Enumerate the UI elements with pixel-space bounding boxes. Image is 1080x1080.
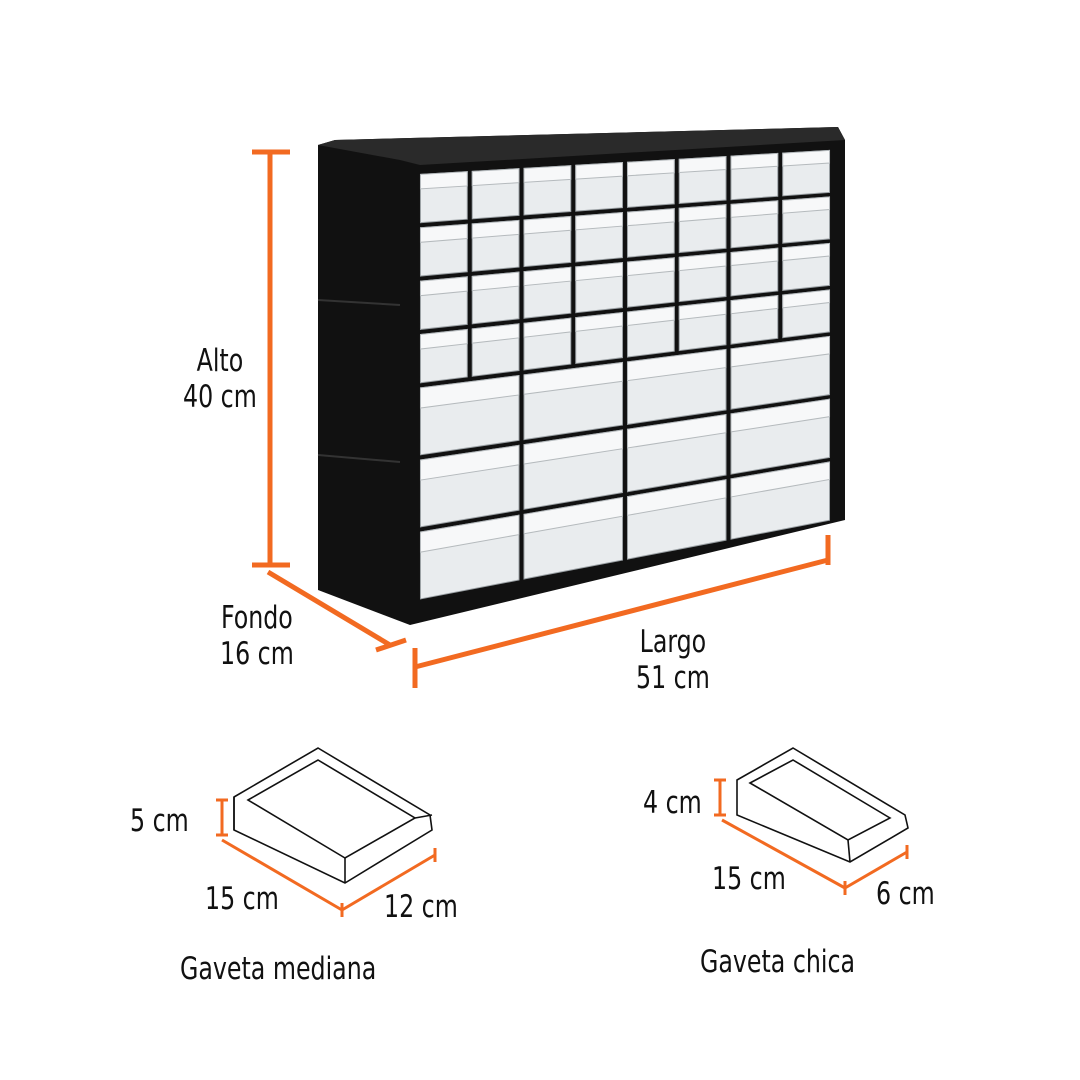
drawer-lip xyxy=(782,196,831,214)
depth-dimension-line xyxy=(266,569,407,653)
medium-drawer-height: 5 cm xyxy=(130,803,189,839)
drawer-lip xyxy=(678,204,727,223)
drawer-lip xyxy=(678,155,727,174)
drawer-lip xyxy=(471,323,520,344)
medium-drawer-title: Gaveta mediana xyxy=(180,951,377,987)
drawer-lip xyxy=(730,461,831,498)
small-drawer-sketch xyxy=(736,747,909,863)
drawer-lip xyxy=(782,242,831,262)
small-drawer-height: 4 cm xyxy=(643,785,702,821)
drawer-lip xyxy=(471,168,520,187)
drawer-lip xyxy=(419,171,468,190)
drawer-lip xyxy=(626,158,675,177)
drawer-lip xyxy=(523,361,624,395)
drawer-lip xyxy=(471,219,520,239)
drawer-lip xyxy=(419,223,468,243)
depth-label-text: Fondo xyxy=(221,600,293,636)
depth-value: 16 cm xyxy=(220,636,294,672)
drawer-lip xyxy=(575,211,624,231)
drawer-lip xyxy=(575,311,624,332)
length-dimension-line xyxy=(412,535,831,688)
drawer-lip xyxy=(626,413,727,449)
drawer-lip xyxy=(523,266,572,287)
drawer-lip xyxy=(730,152,779,170)
drawer-lip xyxy=(575,261,624,282)
depth-label: Fondo 16 cm xyxy=(220,600,294,672)
drawer-lip xyxy=(523,496,624,535)
drawer-lip xyxy=(730,247,779,267)
drawer-lip xyxy=(626,348,727,382)
drawer-lip xyxy=(419,276,468,297)
drawer-lip xyxy=(626,257,675,277)
cabinet-top xyxy=(318,127,845,165)
drawer-lip xyxy=(523,429,624,465)
length-label-text: Largo xyxy=(639,624,707,660)
drawer-lip xyxy=(626,479,727,516)
drawer-lip xyxy=(419,444,520,481)
drawer-lip xyxy=(730,335,831,368)
drawer-lip xyxy=(419,328,468,350)
small-drawer-length: 15 cm xyxy=(712,861,786,897)
height-dimension-line xyxy=(252,149,290,568)
length-label: Largo 51 cm xyxy=(636,624,710,696)
drawer-lip xyxy=(782,149,831,167)
drawer-lip xyxy=(730,294,779,315)
medium-drawer-sketch xyxy=(233,747,433,884)
height-value: 40 cm xyxy=(183,379,257,415)
height-label: Alto 40 cm xyxy=(183,343,257,415)
medium-drawer-length: 15 cm xyxy=(205,881,279,917)
drawer-lip xyxy=(471,271,520,292)
medium-drawer-dimensions xyxy=(216,798,437,917)
drawer-lip xyxy=(575,162,624,180)
drawer-lip xyxy=(678,300,727,321)
drawer-lip xyxy=(419,514,520,553)
height-label-text: Alto xyxy=(196,343,244,379)
small-drawer-title: Gaveta chica xyxy=(700,944,856,980)
drawer-lip xyxy=(782,289,831,309)
drawer-lip xyxy=(730,200,779,218)
drawer-lip xyxy=(626,306,675,327)
drawer-lip xyxy=(419,374,520,409)
small-drawer-width: 6 cm xyxy=(876,876,935,912)
drawer-lip xyxy=(678,252,727,272)
drawer-lip xyxy=(626,208,675,227)
drawer-lip xyxy=(523,165,572,183)
medium-drawer-width: 12 cm xyxy=(384,889,458,925)
small-drawer-dimensions xyxy=(714,778,909,895)
drawer-lip xyxy=(730,398,831,433)
drawer-lip xyxy=(523,215,572,235)
drawer-grid xyxy=(419,149,831,600)
length-value: 51 cm xyxy=(636,660,710,696)
drawer-lip xyxy=(523,317,572,338)
